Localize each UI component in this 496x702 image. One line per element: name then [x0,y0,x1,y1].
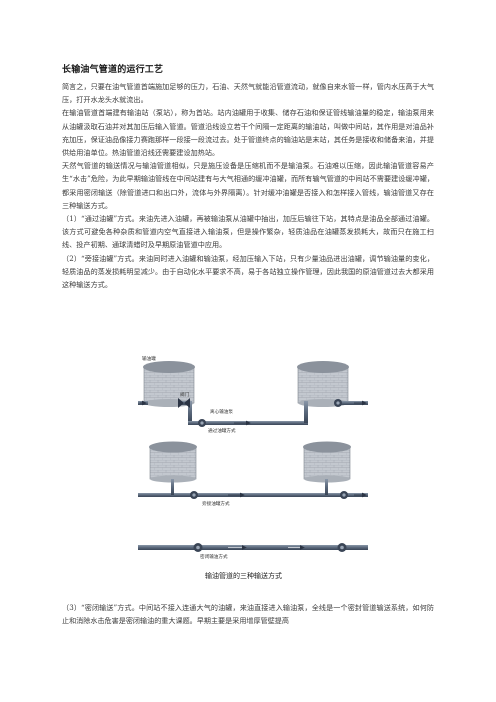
pipe [325,479,328,495]
label-mode3: 密闭输油方式 [200,555,228,560]
pump-icon [190,491,198,499]
pipeline-diagram-svg [138,361,368,552]
mode3-group [138,543,368,552]
label-valve: 阀门 [180,393,190,398]
pump-icon [198,419,206,427]
pump-icon [337,543,347,552]
mode2-group [138,441,368,499]
pump-icon [193,543,203,552]
doc-title: 长输油气管道的运行工艺 [62,65,164,75]
label-pump: 离心输油泵 [210,410,233,415]
storage-tank-icon [303,441,351,483]
pipe [188,401,192,423]
pipe [138,493,368,497]
pipe [338,401,368,405]
storage-tank-icon [297,361,349,407]
label-mode2: 旁接油罐方式 [202,502,230,507]
pipeline-diagram: 输油罐 阀门 离心输油泵 通过油罐方式 旁接油罐方式 密闭输油方式 [138,355,368,587]
valve-icon [178,398,190,408]
pump-icon [340,491,348,499]
doc-body-continued: （3）“密闭输送”方式。中间站不接入连通大气的油罐，来油直接进入输油泵，全线是一… [62,601,434,627]
mode1-group [138,361,368,427]
figure-caption: 输油管道的三种输送方式 [205,572,282,580]
paragraph: （1）“通过油罐”方式。来油先进入油罐，再被输油泵从油罐中抽出，加压后输往下站，… [62,214,434,250]
label-tank: 输油罐 [142,357,156,362]
storage-tank-icon [143,361,195,407]
label-mode1: 通过油罐方式 [208,429,236,434]
paragraph: （3）“密闭输送”方式。中间站不接入连通大气的油罐，来油直接进入输油泵，全线是一… [62,603,434,626]
paragraph: 天然气管道的输送情况与输油管道相似，只是施压设备是压缩机而不是输油泵。石油难以压… [62,161,434,210]
doc-body: 简言之，只要在油气管道首端施加足够的压力，石油、天然气就能沿管道流动，就像自来水… [62,80,434,291]
pipe [304,401,308,423]
paragraph: 在输油管道首端建有输油站（泵站），称为首站。站内油罐用于收集、储存石油和保证管线… [62,108,434,158]
pipe [171,479,174,495]
paragraph: （2）“旁接油罐”方式。来油同时进入油罐和输油泵，经加压输入下站，只有少量油品进… [62,253,434,290]
storage-tank-icon [149,441,197,483]
pump-icon [334,399,342,407]
pipe [138,545,368,550]
paragraph: 简言之，只要在油气管道首端施加足够的压力，石油、天然气就能沿管道流动，就像自来水… [62,82,434,105]
